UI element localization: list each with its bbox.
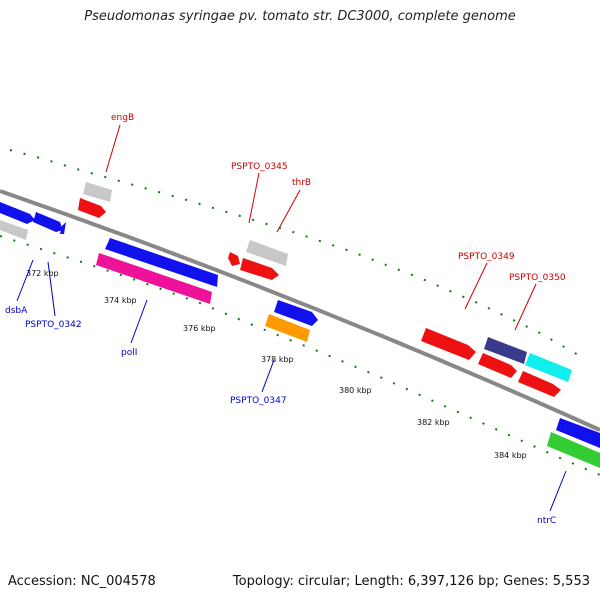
tick-label: 376 kbp: [183, 324, 216, 333]
leader-line: [514, 283, 537, 331]
gene-red-arrow: [421, 328, 476, 360]
leader-line: [16, 259, 34, 302]
leader-line: [276, 189, 301, 233]
gene-blue-arrow: [105, 238, 218, 287]
gene-gray-box: [0, 220, 28, 240]
leader-line: [549, 470, 567, 512]
gene-navy-box: [484, 337, 527, 364]
leader-line: [464, 262, 488, 310]
page-title: Pseudomonas syringae pv. tomato str. DC3…: [84, 9, 516, 24]
leader-line: [130, 299, 148, 344]
gene-blue-arrow: [556, 418, 600, 448]
gene-label-dsbA: dsbA: [5, 306, 28, 316]
tick-label: 382 kbp: [417, 418, 450, 427]
gene-label-polI: polI: [121, 348, 137, 358]
gene-label-PSPTO_0347: PSPTO_0347: [230, 396, 287, 406]
gene-blue-arrow: [60, 222, 66, 234]
tick-labels: 372 kbp 374 kbp 376 kbp 378 kbp 380 kbp …: [26, 269, 527, 460]
gene-label-thrB: thrB: [292, 178, 311, 188]
gene-red-arrow: [478, 353, 517, 378]
tick-label: 378 kbp: [261, 355, 294, 364]
gene-label-engB: engB: [111, 113, 134, 123]
gene-red-arrow: [228, 252, 240, 266]
gene-leader-lines: [16, 124, 567, 512]
gene-label-PSPTO_0349: PSPTO_0349: [458, 252, 515, 262]
gene-green-box: [547, 432, 600, 468]
gene-gray-box: [246, 240, 288, 266]
accession-text: Accession: NC_004578: [8, 574, 156, 589]
tick-label: 384 kbp: [494, 451, 527, 460]
leader-line: [47, 261, 56, 317]
tick-label: 374 kbp: [104, 296, 137, 305]
leader-line: [105, 124, 121, 173]
gene-cyan-box: [525, 353, 572, 382]
gene-gray-box: [83, 182, 112, 202]
gene-label-ntrC: ntrC: [537, 516, 556, 526]
gene-label-PSPTO_0345: PSPTO_0345: [231, 162, 288, 172]
gene-blue-arrow: [33, 212, 63, 232]
leader-line: [261, 359, 275, 393]
gene-orange-box: [265, 314, 310, 342]
gene-pink-box: [96, 253, 212, 304]
gene-blue-arrow: [274, 300, 318, 326]
gene-red-arrow: [78, 198, 106, 218]
tick-label: 372 kbp: [26, 269, 59, 278]
topology-text: Topology: circular; Length: 6,397,126 bp…: [232, 574, 590, 589]
gene-red-arrow: [518, 371, 561, 397]
gene-label-PSPTO_0350: PSPTO_0350: [509, 273, 566, 283]
genome-backbone: [0, 189, 600, 432]
gene-blue-arrow: [0, 202, 35, 224]
gene-label-PSPTO_0342: PSPTO_0342: [25, 320, 82, 330]
gene-labels: engB PSPTO_0345 thrB PSPTO_0349 PSPTO_03…: [5, 113, 566, 526]
leader-line: [248, 172, 260, 224]
gene-features: [0, 182, 600, 468]
tick-label: 380 kbp: [339, 386, 372, 395]
inner-tick-track: [0, 235, 600, 476]
gene-red-arrow: [240, 258, 279, 280]
